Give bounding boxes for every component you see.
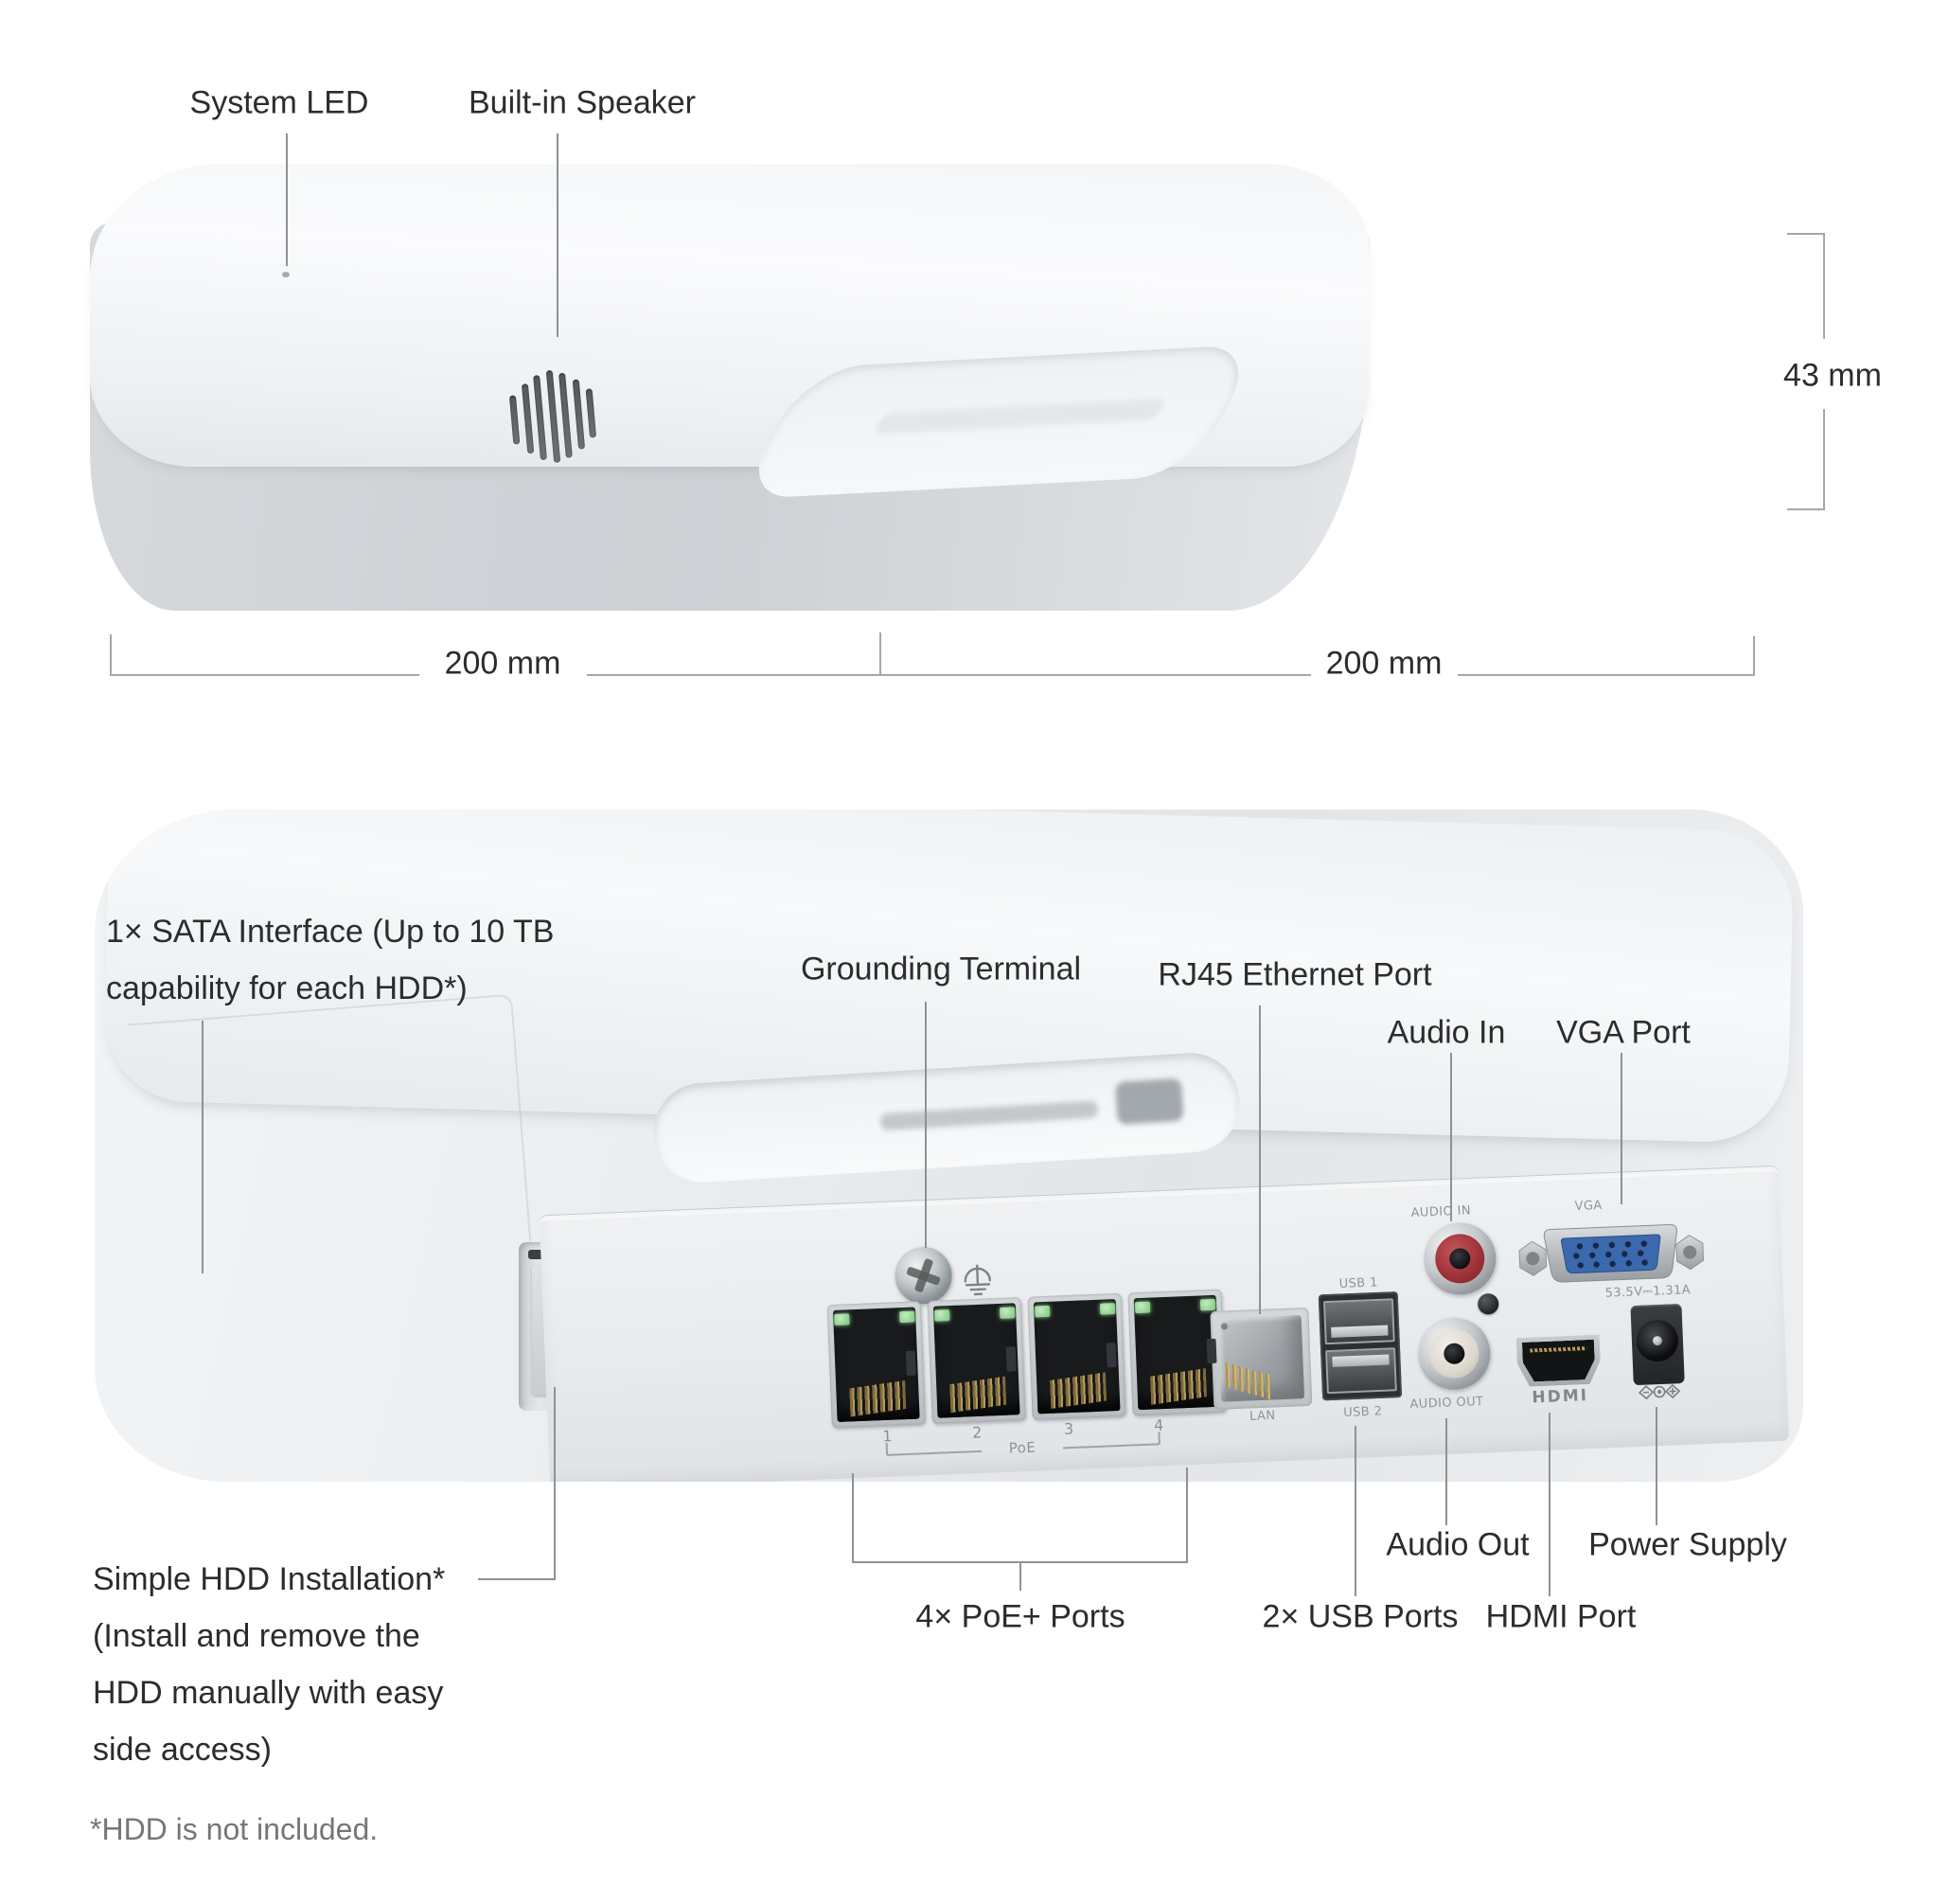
audio-out-jack xyxy=(1416,1316,1492,1392)
dimension-line xyxy=(1823,233,1825,339)
leader-line xyxy=(1621,1053,1622,1204)
leader-line xyxy=(1549,1413,1550,1596)
leader-line xyxy=(202,1021,204,1273)
speaker-grille xyxy=(507,364,599,469)
port-led-icon xyxy=(1134,1301,1151,1314)
port-number-2: 2 xyxy=(971,1423,983,1442)
dimension-line xyxy=(1458,674,1754,676)
poe-port-1 xyxy=(826,1301,926,1429)
rj45-pins xyxy=(849,1379,907,1417)
dimension-line xyxy=(587,674,1311,676)
lan-port xyxy=(1210,1307,1313,1410)
leader-line xyxy=(925,1002,927,1248)
polarity-icon xyxy=(1638,1383,1681,1400)
panel-label-hdmi: HDMI xyxy=(1532,1386,1589,1408)
label-usb-ports: 2× USB Ports xyxy=(1262,1598,1459,1635)
port-led-icon xyxy=(934,1309,950,1322)
port-led-icon xyxy=(899,1310,915,1324)
poe-port-2 xyxy=(927,1297,1026,1424)
label-hdd-installation: Simple HDD Installation* (Install and re… xyxy=(93,1561,446,1768)
leader-line xyxy=(1445,1418,1447,1525)
dimension-line xyxy=(110,674,419,676)
dimension-tick xyxy=(879,632,881,676)
panel-label-audio-in: AUDIO IN xyxy=(1410,1203,1472,1220)
grounding-screw xyxy=(894,1245,953,1306)
port-led-icon xyxy=(1099,1303,1116,1315)
brand-logo-icon xyxy=(1115,1077,1184,1125)
label-system-led: System LED xyxy=(189,84,369,121)
leader-line xyxy=(1186,1468,1188,1561)
dimension-line xyxy=(1823,409,1825,510)
audio-in-jack xyxy=(1422,1220,1497,1296)
dimension-tick xyxy=(1753,636,1755,676)
leader-line xyxy=(1259,1005,1261,1314)
device-top-face xyxy=(90,164,1370,500)
usb-ports xyxy=(1318,1291,1403,1401)
leader-line xyxy=(554,1387,556,1580)
port-led-icon xyxy=(1199,1298,1216,1311)
label-sata-interface: 1× SATA Interface (Up to 10 TB capabilit… xyxy=(106,914,555,1006)
port-led-icon xyxy=(999,1307,1016,1319)
label-poe-ports: 4× PoE+ Ports xyxy=(915,1598,1125,1635)
poe-port-3 xyxy=(1027,1292,1126,1420)
port-led-icon xyxy=(1034,1305,1051,1318)
panel-label-lan: LAN xyxy=(1249,1408,1276,1424)
rj45-pins xyxy=(1050,1372,1107,1409)
label-audio-in: Audio In xyxy=(1387,1014,1506,1051)
label-rj45-ethernet-port: RJ45 Ethernet Port xyxy=(1158,956,1432,993)
dimension-line xyxy=(1787,508,1825,510)
panel-label-usb2: USB 2 xyxy=(1342,1404,1383,1420)
footnote-hdd: *HDD is not included. xyxy=(90,1812,379,1846)
leader-line xyxy=(1019,1561,1021,1591)
leader-line xyxy=(478,1578,556,1580)
panel-label-usb1: USB 1 xyxy=(1338,1275,1379,1292)
dimension-tick xyxy=(110,634,112,676)
rj45-pins xyxy=(1150,1368,1207,1405)
poe-port-4 xyxy=(1127,1289,1227,1416)
dim-width-left: 200 mm xyxy=(444,645,561,682)
label-audio-out: Audio Out xyxy=(1386,1526,1530,1563)
system-led-indicator xyxy=(282,272,290,277)
leader-line xyxy=(1355,1426,1356,1596)
port-led-icon xyxy=(834,1313,850,1326)
port-number-3: 3 xyxy=(1063,1419,1074,1438)
rj45-pins xyxy=(949,1376,1007,1414)
panel-label-power-rating: 53.5V⎓1.31A xyxy=(1604,1283,1692,1301)
usb-port-1 xyxy=(1322,1298,1395,1345)
ground-symbol-icon xyxy=(964,1264,992,1296)
label-grounding-terminal: Grounding Terminal xyxy=(800,951,1082,988)
label-vga-port: VGA Port xyxy=(1556,1014,1691,1051)
leader-line xyxy=(557,133,558,337)
brand-logo xyxy=(879,1100,1099,1131)
poe-bracket xyxy=(1062,1443,1160,1450)
hdd-door-seam xyxy=(128,993,538,1352)
panel-label-poe: PoE xyxy=(1008,1438,1037,1457)
usb-port-2 xyxy=(1325,1347,1397,1395)
label-built-in-speaker: Built-in Speaker xyxy=(468,84,697,121)
rear-panel: 1 2 3 4 PoE LAN USB 1 xyxy=(539,1166,1790,1482)
power-jack xyxy=(1630,1304,1685,1386)
panel-label-audio-out: AUDIO OUT xyxy=(1409,1395,1484,1413)
dimension-line xyxy=(1787,233,1825,235)
brand-logo xyxy=(872,398,1168,436)
vga-port xyxy=(1518,1223,1705,1283)
leader-line xyxy=(286,133,288,266)
device-shell: 1 2 3 4 PoE LAN USB 1 xyxy=(95,810,1803,1482)
hdmi-port xyxy=(1516,1335,1602,1387)
dim-width-right: 200 mm xyxy=(1325,645,1443,682)
poe-bracket xyxy=(887,1450,983,1456)
panel-screw xyxy=(1477,1292,1499,1315)
label-hdmi-port: HDMI Port xyxy=(1485,1598,1637,1635)
label-power-supply: Power Supply xyxy=(1588,1526,1787,1563)
leader-line xyxy=(1450,1053,1452,1221)
dim-height: 43 mm xyxy=(1783,357,1882,394)
leader-line xyxy=(1656,1407,1657,1525)
leader-line xyxy=(852,1473,854,1561)
